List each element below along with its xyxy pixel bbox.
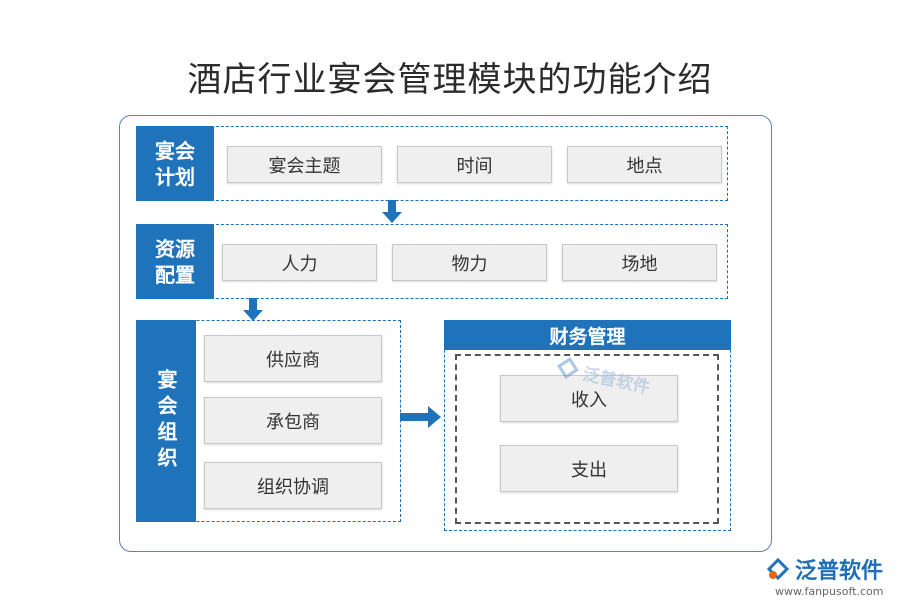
arrow-down-icon — [382, 200, 402, 223]
organize-item-supplier: 供应商 — [204, 335, 382, 382]
plan-label-text: 宴会 计划 — [155, 138, 195, 189]
finance-item-income: 收入 — [500, 375, 678, 422]
arrow-right-icon — [400, 406, 441, 428]
resource-label: 资源 配置 — [136, 224, 214, 299]
resource-item-manpower: 人力 — [222, 244, 377, 281]
watermark: 泛普软件 — [553, 351, 667, 403]
plan-label: 宴会 计划 — [136, 126, 214, 201]
resource-item-material: 物力 — [392, 244, 547, 281]
diagram-frame — [119, 115, 772, 552]
brand: 泛普软件 www.fanpusoft.com — [765, 553, 895, 598]
organize-label-text: 宴会组织 — [154, 369, 178, 473]
page-title: 酒店行业宴会管理模块的功能介绍 — [187, 60, 713, 100]
plan-item-location: 地点 — [567, 146, 722, 183]
plan-item-time: 时间 — [397, 146, 552, 183]
arrow-down-icon — [243, 298, 263, 321]
resource-label-text: 资源 配置 — [155, 236, 195, 287]
fanpu-logo-icon — [766, 557, 790, 581]
finance-header: 财务管理 — [444, 320, 731, 350]
finance-item-expense: 支出 — [500, 445, 678, 492]
plan-item-theme: 宴会主题 — [227, 146, 382, 183]
resource-item-venue: 场地 — [562, 244, 717, 281]
organize-label: 宴会组织 — [136, 320, 196, 522]
organize-item-coordination: 组织协调 — [204, 462, 382, 509]
organize-item-contractor: 承包商 — [204, 397, 382, 444]
finance-inner-box — [455, 354, 719, 524]
brand-name: 泛普软件 — [795, 559, 884, 584]
fanpu-logo-icon — [557, 357, 579, 379]
brand-url: www.fanpusoft.com — [775, 585, 884, 598]
